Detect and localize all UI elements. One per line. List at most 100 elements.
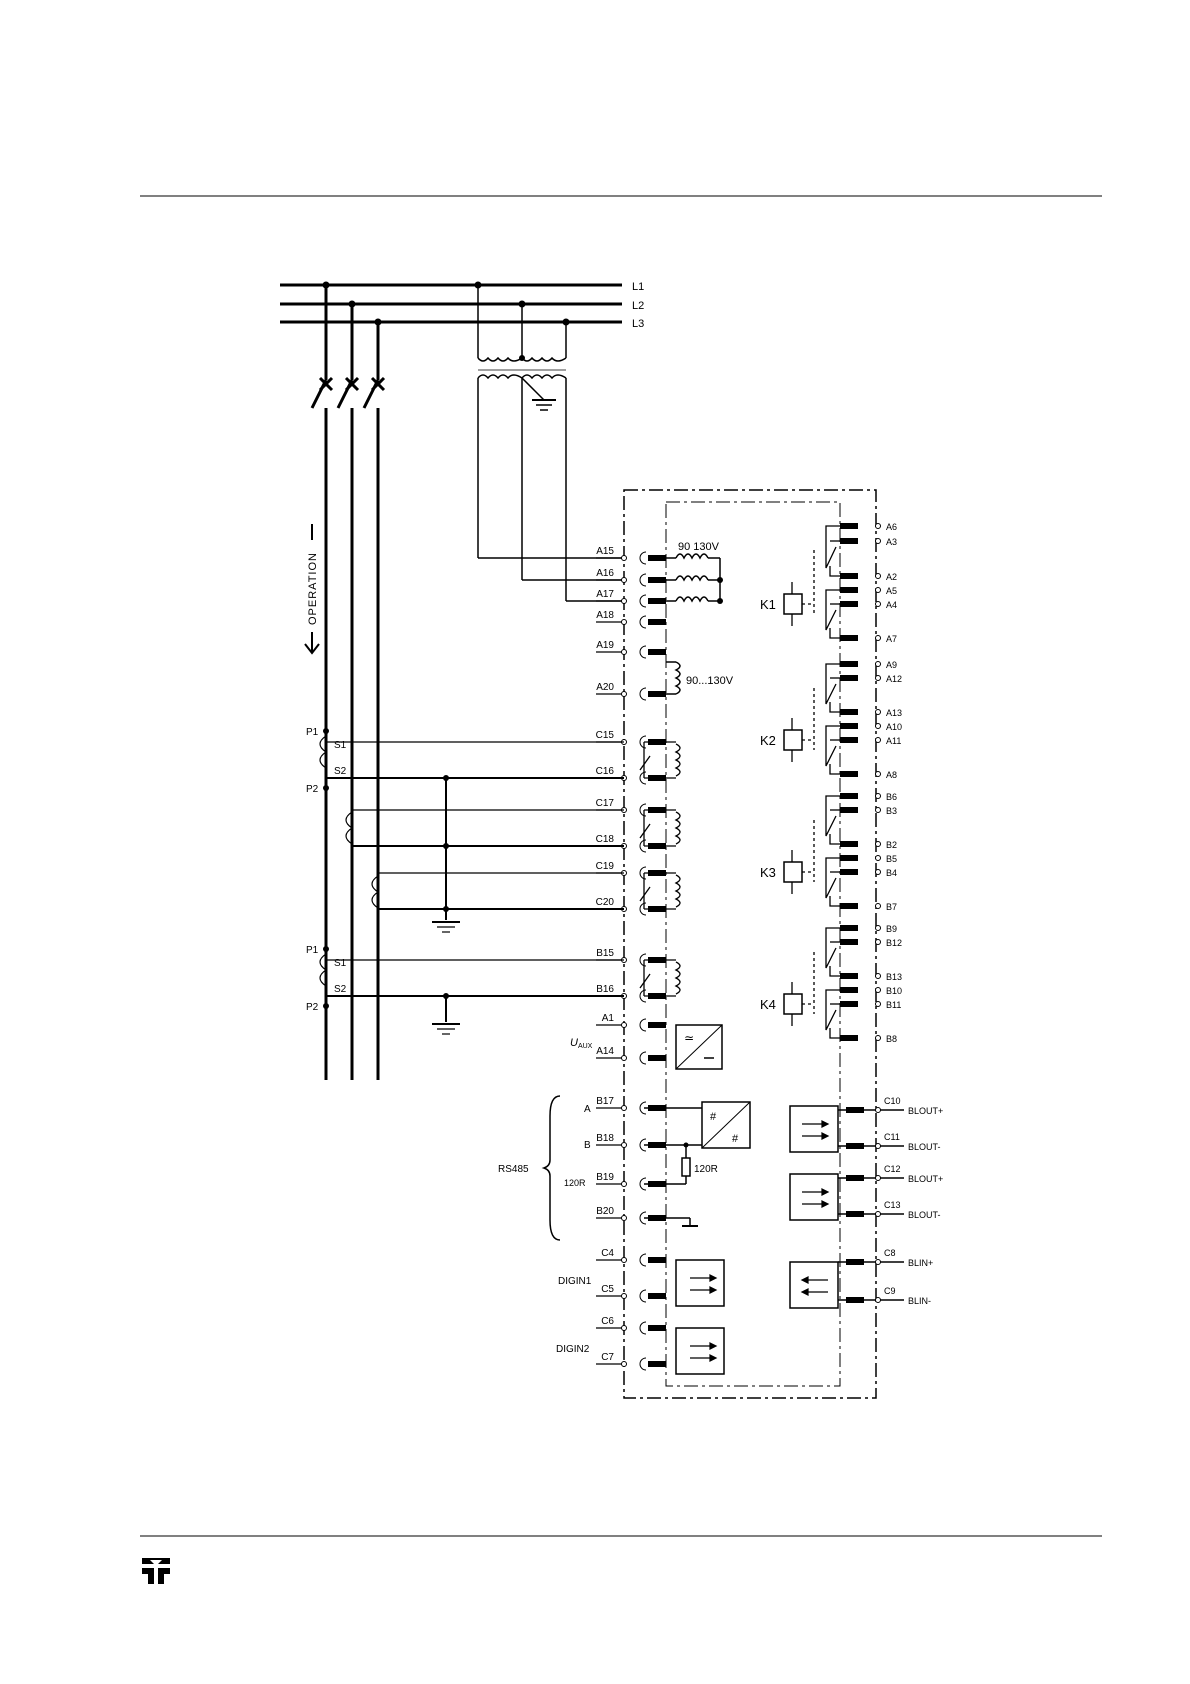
internal-ct-coils	[639, 741, 681, 997]
terminal-label-B10: B10	[886, 986, 902, 996]
terminal-label-B9: B9	[886, 924, 897, 934]
terminal-label-A13: A13	[886, 708, 902, 718]
terminal-point	[875, 925, 881, 931]
terminal-point	[875, 573, 881, 579]
terminal-point	[875, 1175, 881, 1181]
terminal-plug	[840, 635, 858, 641]
terminal-label-A11: A11	[886, 736, 901, 746]
blocking-output-label: BLOUT-	[908, 1142, 941, 1152]
terminal-point	[621, 598, 627, 604]
blocking-output-label: BLOUT+	[908, 1106, 943, 1116]
terminal-socket	[639, 1177, 647, 1191]
terminal-label-B20: B20	[596, 1206, 614, 1217]
terminal-label-C17: C17	[596, 798, 615, 809]
terminal-plug	[648, 649, 666, 655]
ct-label-p2-a: P2	[306, 784, 319, 795]
terminal-plug	[846, 1297, 864, 1303]
terminal-plug	[846, 1211, 864, 1217]
terminal-plug	[840, 771, 858, 777]
terminal-point	[621, 1105, 627, 1111]
terminal-plug	[840, 573, 858, 579]
operation-label: OPERATION	[307, 552, 319, 625]
terminal-label-A6: A6	[886, 522, 897, 532]
terminal-point	[875, 1001, 881, 1007]
relay-name-k2: K2	[760, 733, 776, 748]
terminal-point	[875, 1107, 881, 1113]
blocking-output-label: BLOUT+	[908, 1174, 943, 1184]
relay-name-k4: K4	[760, 997, 776, 1012]
terminal-label-C16: C16	[596, 766, 615, 777]
terminal-label-C5: C5	[601, 1284, 614, 1295]
terminal-label-A5: A5	[886, 586, 897, 596]
terminal-socket	[639, 645, 647, 659]
vt-range-a: 90 130V	[678, 541, 720, 553]
terminal-label-B4: B4	[886, 868, 897, 878]
busbars	[280, 283, 622, 324]
terminal-label-C8: C8	[884, 1248, 896, 1258]
terminal-plug	[840, 723, 858, 729]
ct-junctions	[323, 728, 449, 1009]
terminal-plug	[840, 807, 858, 813]
terminal-plug	[840, 737, 858, 743]
terminal-point	[875, 1035, 881, 1041]
terminal-plug	[840, 661, 858, 667]
terminal-label-A4: A4	[886, 600, 897, 610]
relay-k1: K1	[760, 525, 840, 639]
rs485-pin-b: B	[584, 1140, 591, 1151]
terminal-point	[621, 1142, 627, 1148]
terminal-socket	[639, 615, 647, 629]
terminal-plug	[648, 555, 666, 561]
digin1-label: DIGIN1	[558, 1276, 592, 1287]
voltage-transformer	[477, 285, 624, 602]
terminal-label-A10: A10	[886, 722, 902, 732]
terminal-point	[875, 793, 881, 799]
relay-housing-inner	[665, 501, 841, 1387]
vt-input-coils	[666, 553, 721, 695]
blocking-input-label: BLIN+	[908, 1258, 933, 1268]
terminal-point	[621, 649, 627, 655]
terminal-point	[875, 807, 881, 813]
terminal-plug	[840, 601, 858, 607]
terminal-label-A12: A12	[886, 674, 902, 684]
aux-label: UAUX	[570, 1037, 593, 1050]
terminal-label-B8: B8	[886, 1034, 897, 1044]
terminal-point	[621, 1325, 627, 1331]
digital-input-optos	[675, 1259, 725, 1375]
terminal-socket	[639, 551, 647, 565]
terminal-plug	[648, 1257, 666, 1263]
terminal-label-B15: B15	[596, 948, 614, 959]
terminal-plug	[840, 903, 858, 909]
terminal-plug	[840, 869, 858, 875]
terminal-point	[875, 1143, 881, 1149]
terminal-label-A8: A8	[886, 770, 897, 780]
terminal-label-A18: A18	[596, 610, 614, 621]
bus-junctions	[322, 281, 570, 326]
terminal-label-C18: C18	[596, 834, 615, 845]
terminal-socket	[639, 1101, 647, 1115]
terminal-label-C9: C9	[884, 1286, 896, 1296]
terminal-plug	[846, 1143, 864, 1149]
terminal-point	[621, 577, 627, 583]
terminal-plug	[840, 987, 858, 993]
terminal-point	[875, 737, 881, 743]
terminal-point	[875, 869, 881, 875]
terminal-label-A14: A14	[596, 1046, 614, 1057]
terminal-label-C11: C11	[884, 1132, 900, 1142]
terminal-label-B6: B6	[886, 792, 897, 802]
rs485-block	[541, 1095, 751, 1241]
terminal-point	[621, 1293, 627, 1299]
terminal-plug	[840, 925, 858, 931]
terminal-point	[875, 661, 881, 667]
relay-k4: K4	[760, 927, 840, 1039]
terminal-socket	[639, 687, 647, 701]
terminal-label-B7: B7	[886, 902, 897, 912]
terminal-label-A19: A19	[596, 640, 614, 651]
terminal-point	[875, 1211, 881, 1217]
terminal-point	[875, 587, 881, 593]
relay-name-k3: K3	[760, 865, 776, 880]
terminal-plug	[840, 1035, 858, 1041]
terminal-plug	[840, 1001, 858, 1007]
terminal-point	[875, 855, 881, 861]
